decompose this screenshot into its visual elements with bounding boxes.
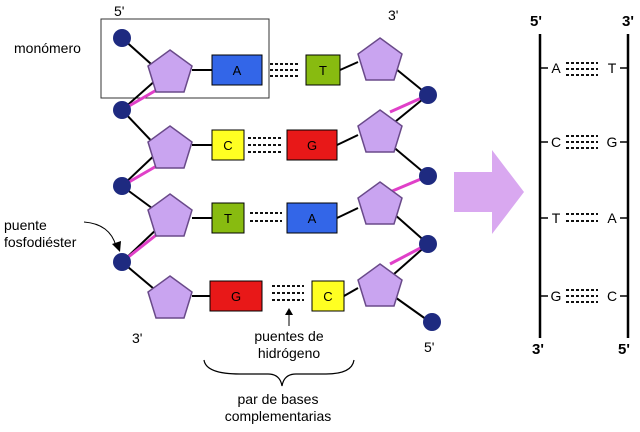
schematic-row-3: T A [540, 210, 628, 226]
phosphate-circle [419, 235, 437, 253]
schematic-left-base: G [551, 288, 562, 304]
monomer-label: monómero [14, 40, 81, 56]
schematic-right-base: G [607, 134, 618, 150]
base-pair-row-4: G C [209, 280, 345, 312]
sugar-pentagon [357, 181, 403, 225]
bottom-right-5prime: 5' [424, 339, 434, 355]
schematic-top-left: 5' [530, 13, 542, 30]
right-sugars [357, 37, 403, 307]
base-left [211, 129, 245, 161]
bridge-pointer-arrow [83, 221, 117, 247]
base-pair-row-1: A T [211, 54, 341, 86]
schematic-right-base: T [608, 60, 617, 76]
base-pair-row-3: T A [211, 202, 338, 234]
monomer-box [100, 18, 270, 99]
schematic-top-right: 3' [622, 13, 634, 30]
sugar-pentagon [147, 275, 193, 319]
phosphate-circle [113, 29, 131, 47]
phosphodiester-label-line2: fosfodiéster [4, 234, 77, 250]
left-sugars [147, 49, 193, 319]
hbond-label-line2: hidrógeno [258, 345, 320, 361]
schematic-left-base: A [551, 60, 561, 76]
base-right-label: A [308, 211, 317, 226]
base-right-label: G [307, 138, 317, 153]
base-right [305, 54, 341, 86]
hydrogen-bonds [250, 212, 282, 222]
schematic-row-4: G C [540, 288, 628, 304]
sugar-pentagon [357, 263, 403, 307]
phosphate-circle [113, 101, 131, 119]
base-right-label: C [323, 289, 332, 304]
schematic-right-base: A [607, 210, 617, 226]
base-right-label: T [319, 63, 327, 78]
base-left-label: C [223, 138, 232, 153]
pair-label-line2: complementarias [225, 408, 332, 424]
hydrogen-bonds [270, 63, 300, 77]
base-left [209, 280, 263, 312]
bottom-left-3prime: 3' [132, 330, 142, 346]
phosphodiester-label-line1: puente [4, 217, 47, 233]
schematic-left-base: T [552, 210, 561, 226]
hydrogen-bonds [248, 137, 282, 153]
schematic-row-1: A T [540, 60, 628, 76]
schematic-row-2: C G [540, 134, 628, 150]
transform-arrow [454, 150, 524, 234]
hbond-label-line1: puentes de [254, 328, 323, 344]
sugar-pentagon [147, 193, 193, 237]
base-left [211, 54, 263, 86]
schematic-bottom-right: 5' [618, 341, 630, 358]
phosphate-circle [113, 177, 131, 195]
phosphate-circle [419, 86, 437, 104]
base-left [211, 202, 245, 234]
sugar-pentagon [357, 109, 403, 153]
phosphates [113, 29, 441, 331]
schematic-left-base: C [551, 134, 561, 150]
pair-label-line1: par de bases [238, 391, 319, 407]
sugar-pentagon [147, 49, 193, 93]
base-left-label: G [231, 289, 241, 304]
top-right-3prime: 3' [388, 7, 398, 23]
phosphate-circle [113, 253, 131, 271]
base-pair-row-2: C G [211, 129, 338, 161]
top-left-5prime: 5' [114, 3, 124, 19]
base-left-label: T [224, 211, 232, 226]
sugar-pentagon [357, 37, 403, 81]
schematic-right-base: C [607, 288, 617, 304]
base-right [311, 280, 345, 312]
phosphate-circle [419, 167, 437, 185]
base-left-label: A [233, 63, 242, 78]
phosphate-circle [423, 313, 441, 331]
base-right [286, 202, 338, 234]
hbond-pointer-arrowhead [285, 308, 293, 315]
sugar-pentagon [147, 125, 193, 169]
schematic: 5' 3' 3' 5' A T C G T [530, 13, 634, 358]
base-stubs [192, 61, 359, 297]
pair-brace [203, 359, 355, 387]
hydrogen-bonds [272, 285, 304, 301]
base-right [286, 129, 338, 161]
schematic-bottom-left: 3' [532, 341, 544, 358]
bridge-pointer-arrowhead [112, 241, 121, 252]
